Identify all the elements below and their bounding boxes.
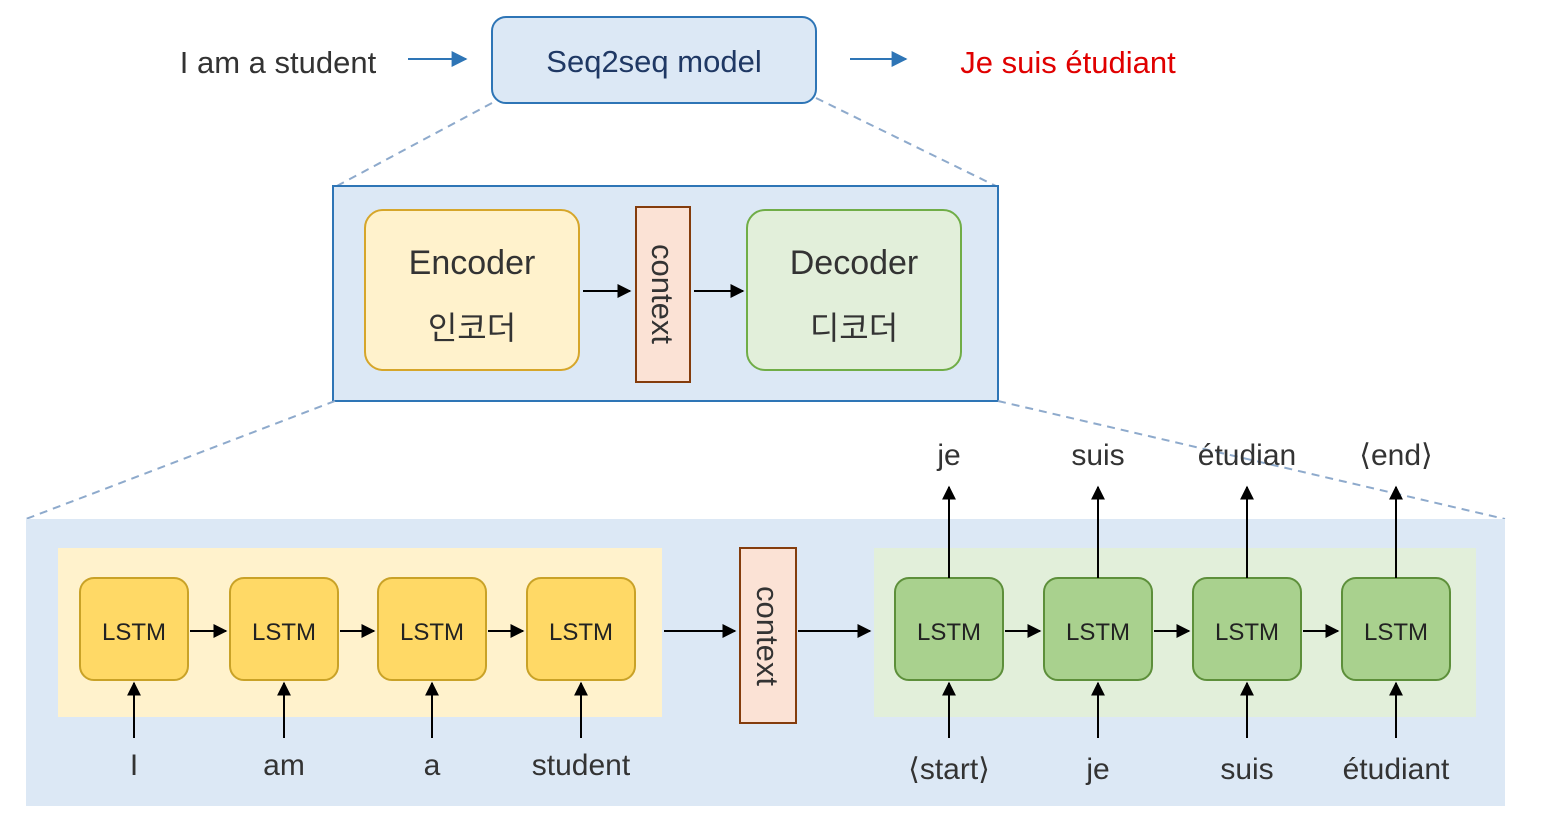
context-box-middle bbox=[635, 206, 691, 383]
seq2seq-model-label: Seq2seq model bbox=[546, 44, 761, 79]
encoder-input-word-2: am bbox=[263, 749, 305, 782]
decoder-input-word-4: étudiant bbox=[1343, 753, 1450, 786]
decoder-label: Decoder bbox=[790, 244, 919, 282]
encoder-label-korean: 인코더 bbox=[428, 309, 516, 347]
context-box-bottom bbox=[739, 547, 797, 724]
encoder-lstm-4 bbox=[526, 577, 636, 681]
zoom-line-mid-left bbox=[25, 400, 336, 520]
decoder-output-word-4: ⟨end⟩ bbox=[1359, 439, 1432, 472]
context-label-middle: context bbox=[645, 244, 680, 344]
decoder-output-word-3: étudian bbox=[1198, 439, 1296, 472]
decoder-input-word-3: suis bbox=[1220, 753, 1273, 786]
encoder-lstm-1 bbox=[79, 577, 189, 681]
zoom-line-mid-right bbox=[997, 400, 1506, 520]
encoder-input-word-3: a bbox=[424, 749, 441, 782]
encoder-label: Encoder bbox=[409, 244, 536, 282]
encoder-lstm-3 bbox=[377, 577, 487, 681]
decoder-output-word-2: suis bbox=[1071, 439, 1124, 472]
input-sentence: I am a student bbox=[180, 45, 377, 80]
encoder-lstm-4-label: LSTM bbox=[549, 619, 613, 646]
decoder-label-korean: 디코더 bbox=[810, 309, 898, 347]
encoder-input-word-4: student bbox=[532, 749, 631, 782]
decoder-output-word-1: je bbox=[936, 439, 960, 472]
seq2seq-model-box bbox=[491, 16, 817, 104]
encoder-lstm-2-label: LSTM bbox=[252, 619, 316, 646]
decoder-box bbox=[746, 209, 962, 371]
encoder-lstm-3-label: LSTM bbox=[400, 619, 464, 646]
zoom-line-top-right bbox=[815, 97, 999, 188]
decoder-input-word-2: je bbox=[1085, 753, 1109, 786]
output-sentence: Je suis étudiant bbox=[960, 45, 1176, 80]
decoder-input-word-1: ⟨start⟩ bbox=[908, 753, 990, 786]
encoder-box bbox=[364, 209, 580, 371]
decoder-lstm-2-label: LSTM bbox=[1066, 619, 1130, 646]
decoder-lstm-3-label: LSTM bbox=[1215, 619, 1279, 646]
lstm-cells: LSTM I LSTM am LSTM a LSTM student LSTM ⟨start⟩ je… bbox=[79, 439, 1451, 786]
decoder-lstm-1-label: LSTM bbox=[917, 619, 981, 646]
decoder-lstm-4-label: LSTM bbox=[1364, 619, 1428, 646]
zoom-line-top-left bbox=[334, 102, 493, 188]
encoder-lstm-2 bbox=[229, 577, 339, 681]
encoder-lstm-1-label: LSTM bbox=[102, 619, 166, 646]
encoder-input-word-1: I bbox=[130, 749, 138, 782]
context-label-bottom: context bbox=[750, 586, 785, 686]
